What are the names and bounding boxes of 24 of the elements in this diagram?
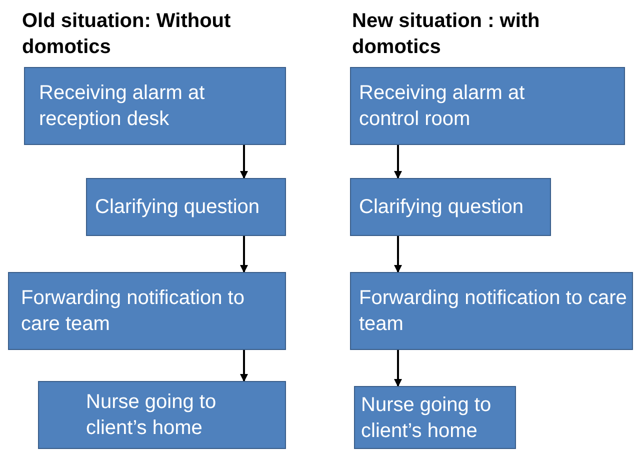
process-box	[38, 381, 286, 449]
arrow	[240, 236, 248, 273]
box-text: Forwarding notification to care team	[359, 286, 628, 337]
arrow	[394, 236, 402, 273]
process-box	[86, 178, 286, 236]
arrow	[394, 350, 402, 387]
process-box	[24, 67, 286, 145]
box-text: Receiving alarm at control room	[359, 81, 526, 132]
column-heading: New situation : with domotics	[352, 9, 541, 60]
box-text: Nurse going to client’s home	[86, 390, 218, 441]
arrow	[394, 145, 402, 179]
process-box	[354, 386, 516, 449]
process-box	[8, 272, 286, 350]
process-box	[350, 67, 625, 145]
arrow	[240, 145, 248, 179]
box-text: Clarifying question	[95, 195, 260, 220]
box-text: Nurse going to client’s home	[361, 392, 492, 444]
box-text: Clarifying question	[359, 195, 524, 220]
process-box	[350, 178, 551, 236]
process-box	[350, 272, 633, 350]
box-text: Receiving alarm at reception desk	[39, 81, 206, 132]
arrow	[240, 350, 248, 382]
column-heading: Old situation: Without domotics	[22, 9, 232, 60]
box-text: Forwarding notification to care team	[21, 286, 246, 337]
